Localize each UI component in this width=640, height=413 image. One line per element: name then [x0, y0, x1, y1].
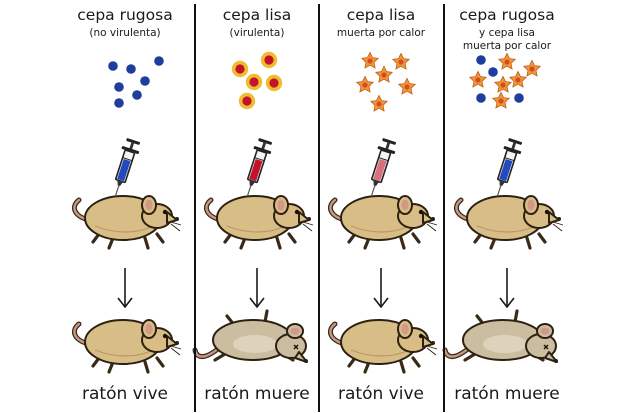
panel-title: cepa lisa — [346, 6, 416, 24]
syringe-icon — [496, 138, 523, 197]
panel-divider — [318, 4, 320, 412]
panel-title: cepa rugosa — [459, 6, 555, 24]
heat-killed-cell — [468, 70, 488, 88]
heat-killed-cell — [374, 65, 394, 83]
panel-artwork-4 — [442, 52, 564, 363]
rough-cell — [476, 93, 486, 103]
rough-cell — [154, 56, 164, 66]
heat-killed-cell — [355, 75, 375, 93]
rough-cell — [514, 93, 524, 103]
rough-cell — [126, 64, 136, 74]
outcome-label: ratón vive — [82, 384, 168, 404]
rough-cell — [114, 82, 124, 92]
dead-mouse-icon — [442, 309, 558, 363]
heat-killed-cell — [493, 75, 513, 93]
heat-killed-cell — [391, 52, 411, 70]
panel-artwork-3 — [327, 51, 438, 374]
injected-mouse-icon — [453, 195, 564, 250]
panel-artwork-1 — [71, 56, 182, 374]
syringe-icon — [114, 138, 141, 197]
outcome-label: ratón vive — [338, 384, 424, 404]
panel-artwork-2 — [192, 51, 314, 363]
arrow-down-icon — [249, 268, 265, 309]
bacteria-cluster — [231, 51, 283, 110]
live-mouse-icon — [71, 319, 182, 374]
arrow-down-icon — [499, 268, 515, 309]
panel-divider — [194, 4, 196, 412]
panel-subtitle: y cepa lisa — [479, 27, 535, 39]
smooth-cell — [231, 60, 249, 78]
heat-killed-cell — [397, 77, 417, 95]
smooth-cell — [260, 51, 278, 69]
syringe-icon — [370, 138, 397, 197]
smooth-cell — [265, 74, 283, 92]
panel-subtitle: muerta por calor — [336, 27, 426, 39]
arrow-down-icon — [117, 268, 133, 309]
live-mouse-icon — [327, 319, 438, 374]
heat-killed-cell — [522, 59, 542, 77]
experiment-panel-2: cepa lisa (virulenta) ratón muere — [195, 0, 319, 413]
rough-cell — [132, 90, 142, 100]
bacteria-cluster — [108, 56, 164, 108]
arrow-down-icon — [373, 268, 389, 309]
rough-cell — [476, 55, 486, 65]
panel-subtitle: (no virulenta) — [89, 27, 161, 39]
rough-cell — [114, 98, 124, 108]
panel-subtitle: (virulenta) — [229, 27, 285, 39]
experiment-panel-3: cepa lisa muerta por calor ratón vive — [319, 0, 444, 413]
heat-killed-cell — [491, 91, 511, 109]
heat-killed-cell — [360, 51, 380, 69]
injected-mouse-icon — [327, 195, 438, 250]
bacteria-cluster — [468, 52, 542, 109]
outcome-label: ratón muere — [204, 384, 310, 404]
rough-cell — [488, 67, 498, 77]
smooth-cell — [238, 92, 256, 110]
heat-killed-cell — [508, 70, 528, 88]
panel-title: cepa rugosa — [77, 6, 173, 24]
outcome-label: ratón muere — [454, 384, 560, 404]
injected-mouse-icon — [71, 195, 182, 250]
syringe-icon — [246, 138, 273, 197]
panel-title: cepa lisa — [222, 6, 292, 24]
rough-cell — [108, 61, 118, 71]
heat-killed-cell — [497, 52, 517, 70]
panel-subtitle: muerta por calor — [462, 40, 552, 52]
smooth-cell — [245, 73, 263, 91]
bacteria-cluster — [355, 51, 417, 112]
rough-cell — [140, 76, 150, 86]
dead-mouse-icon — [192, 309, 308, 363]
heat-killed-cell — [369, 94, 389, 112]
panel-divider — [443, 4, 445, 412]
injected-mouse-icon — [203, 195, 314, 250]
experiment-panel-1: cepa rugosa (no virulenta) ratón vive — [0, 0, 195, 413]
